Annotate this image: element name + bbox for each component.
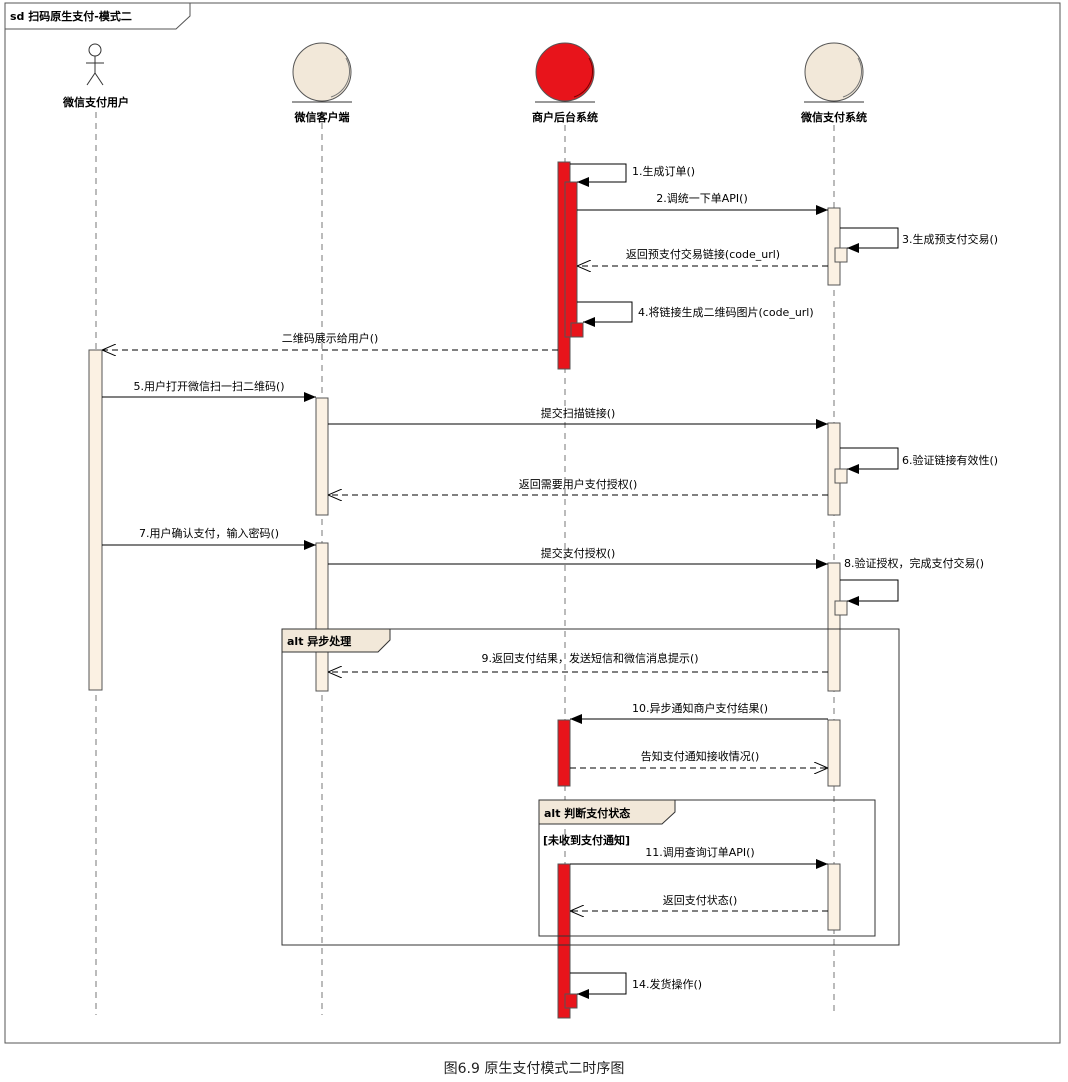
message-label: 9.返回支付结果，发送短信和微信消息提示(): [481, 651, 698, 665]
message-label: 6.验证链接有效性(): [902, 453, 998, 467]
alt-fragment-async-label: alt 异步处理: [287, 634, 351, 648]
message-label: 7.用户确认支付，输入密码(): [139, 526, 279, 540]
message-label: 二维码展示给用户(): [282, 331, 379, 345]
alt-fragment-status-tab: [538, 799, 676, 825]
message-label: 提交支付授权(): [541, 546, 616, 560]
message-label: 14.发货操作(): [632, 977, 702, 991]
alt-fragment-status-guard: [未收到支付通知]: [543, 833, 630, 847]
figure-caption: 图6.9 原生支付模式二时序图: [443, 1061, 625, 1077]
message-label: 2.调统一下单API(): [656, 192, 747, 205]
message-label: 返回支付状态(): [663, 893, 738, 907]
diagram-frame: [4, 2, 1061, 1044]
message-label: 返回需要用户支付授权(): [519, 477, 638, 491]
message-label: 3.生成预支付交易(): [902, 232, 998, 246]
alt-fragment-async-tab: [281, 628, 391, 653]
message-arrow: [840, 447, 899, 474]
alt-fragment-async: [281, 628, 900, 946]
message-arrow: [570, 163, 627, 187]
alt-fragment-status: [538, 799, 876, 937]
message-label: 1.生成订单(): [632, 164, 695, 178]
activation-bars: [88, 161, 848, 1019]
message-arrow: [570, 972, 627, 999]
lifeline-label-merchant: 商户后台系统: [532, 110, 598, 124]
entity-bubble-icon: [292, 42, 352, 103]
message-label: 提交扫描链接(): [541, 406, 616, 420]
message-label: 4.将链接生成二维码图片(code_url): [638, 305, 814, 319]
lifeline-label-user: 微信支付用户: [62, 95, 129, 109]
entity-bubble-icon: [535, 42, 595, 103]
lifeline-label-wxpay: 微信支付系统: [800, 110, 867, 124]
message-arrow: [577, 301, 633, 327]
message-arrow: [840, 579, 899, 606]
alt-fragment-status-label: alt 判断支付状态: [544, 806, 630, 820]
message-label: 告知支付通知接收情况(): [641, 749, 760, 763]
message-label: 8.验证授权，完成支付交易(): [844, 556, 984, 570]
frame-title: sd 扫码原生支付-模式二: [10, 9, 132, 23]
message-label: 返回预支付交易链接(code_url): [626, 247, 780, 261]
message-label: 10.异步通知商户支付结果(): [632, 701, 768, 715]
actor-icon: [86, 43, 104, 86]
lifeline-label-client: 微信客户端: [294, 110, 350, 124]
entity-bubble-icon: [804, 42, 864, 103]
frame-title-tab: [4, 2, 191, 30]
sequence-diagram: sd 扫码原生支付-模式二 微信支付用户 微信客户端 商户后台系统 微信支付系统: [4, 2, 1061, 1044]
message-label: 5.用户打开微信扫一扫二维码(): [133, 379, 284, 393]
message-label: 11.调用查询订单API(): [645, 845, 754, 859]
message-arrow: [840, 227, 899, 253]
